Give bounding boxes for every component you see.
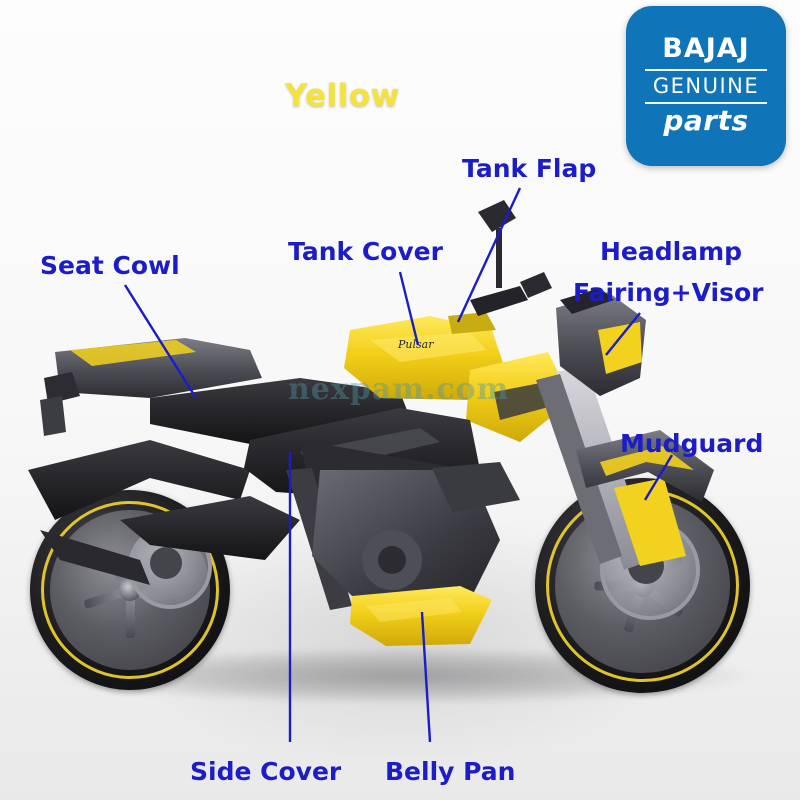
badge-parts-text: parts [663,103,749,137]
callout-tank-cover: Tank Cover [288,237,443,266]
rear-bracket [44,372,80,404]
callout-seat-cowl: Seat Cowl [40,251,180,280]
watermark: nexpam.com [288,372,510,407]
rear-footpeg [40,396,66,436]
callout-headlamp: Headlamp [600,237,743,266]
mirror-stem-left [496,228,502,288]
visor [560,288,614,314]
mirror-right [520,272,552,298]
spoke [125,590,135,638]
badge-brand: BAJAJ [662,33,750,65]
rear-mudguard [28,440,250,520]
callout-mudguard: Mudguard [620,429,764,458]
callout-fairing-visor: Fairing+Visor [573,278,764,307]
cylinder-head [432,462,520,512]
callout-belly-pan: Belly Pan [385,757,516,786]
mirror-left [478,200,516,232]
callout-tank-flap: Tank Flap [462,154,597,183]
bajaj-genuine-parts-badge: BAJAJ GENUINE parts [626,6,786,166]
badge-divider-top [645,69,767,72]
badge-genuine-text: GENUINE [652,74,760,99]
belly-pan-highlight [366,598,462,622]
page-title: Yellow [285,78,400,114]
handlebar [470,286,528,316]
badge-divider-bottom [645,101,767,104]
front-fork-right [536,374,622,564]
swingarm [120,496,300,560]
rear-disc-inner [150,547,182,579]
tank-decal: Pulsar [397,338,434,351]
exhaust-lower [40,530,150,585]
rear-rim-stripe [41,501,219,679]
callout-side-cover: Side Cover [190,757,342,786]
engine-case-hub [378,546,406,574]
